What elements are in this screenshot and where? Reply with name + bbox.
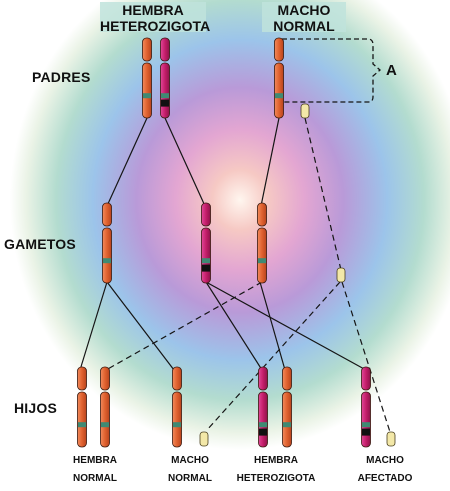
- row-label-padres: PADRES: [32, 69, 91, 85]
- bracket-a: [282, 38, 381, 103]
- offspring-label-line2: HETEROZIGOTA: [236, 473, 316, 484]
- bracket-label-a: A: [386, 62, 398, 79]
- male-parent-label-line2: NORMAL: [273, 18, 335, 34]
- child-female-het-x-normal: [282, 366, 292, 448]
- offspring-label-line1: MACHO: [171, 455, 209, 466]
- male-parent-header-bg: [262, 2, 346, 32]
- dashed-line-y-to-child-1: [206, 281, 341, 431]
- gamete-x-normal: [102, 202, 112, 284]
- parent-female-x-mutant: [160, 37, 170, 119]
- gamete-y: [336, 267, 346, 283]
- offspring-label-female-heterozygote: HEMBRA HETEROZIGOTA: [226, 452, 326, 488]
- male-parent-label-line1: MACHO: [277, 2, 331, 18]
- child-male-normal-x: [172, 366, 182, 448]
- row-label-hijos: HIJOS: [14, 400, 58, 416]
- row-label-gametos: GAMETOS: [4, 236, 76, 252]
- gamete-x-mutant: [201, 202, 211, 284]
- line-gamete-to-child-3: [205, 281, 263, 371]
- line-gamete-to-child-2: [106, 281, 175, 371]
- parent-female-x-normal: [142, 37, 152, 119]
- offspring-label-line2: NORMAL: [168, 473, 212, 484]
- line-parent-to-gamete-3: [260, 117, 280, 207]
- line-parent-to-gamete-2: [164, 117, 206, 207]
- dashed-line-x-to-child: [105, 281, 263, 371]
- dashed-connection-lines: [105, 117, 391, 433]
- offspring-label-male-affected: MACHO AFECTADO: [340, 452, 430, 488]
- child-male-normal-y: [199, 431, 209, 447]
- child-female-normal-x2: [100, 366, 110, 448]
- female-parent-label-line1: HEMBRA: [122, 2, 184, 18]
- offspring-label-line2: AFECTADO: [357, 473, 413, 484]
- line-parent-to-gamete-1: [106, 117, 148, 207]
- line-gamete-to-child-5: [259, 281, 286, 371]
- parent-male-y: [300, 103, 310, 119]
- gamete-male-x: [257, 202, 267, 284]
- line-gamete-to-child-1: [79, 281, 108, 371]
- female-parent-label-line2: HETEROZIGOTA: [100, 18, 211, 34]
- line-gamete-to-child-4: [205, 281, 367, 371]
- offspring-label-line1: HEMBRA: [254, 455, 298, 466]
- parent-male-x: [274, 37, 284, 119]
- dashed-line-y-to-gamete: [304, 117, 342, 271]
- dashed-line-y-to-child-2: [341, 281, 391, 433]
- offspring-label-line2: NORMAL: [73, 473, 117, 484]
- child-male-affected-x: [361, 366, 371, 448]
- offspring-label-male-normal: MACHO NORMAL: [150, 452, 230, 488]
- child-female-normal-x1: [77, 366, 87, 448]
- child-female-het-x-mutant: [258, 366, 268, 448]
- female-parent-label: HEMBRA HETEROZIGOTA: [100, 2, 211, 34]
- offspring-label-line1: HEMBRA: [73, 455, 117, 466]
- chromosomes: [77, 37, 396, 448]
- offspring-label-line1: MACHO: [366, 455, 404, 466]
- solid-connection-lines: [79, 117, 367, 371]
- female-parent-header-bg: [100, 2, 206, 32]
- child-male-affected-y: [386, 431, 396, 447]
- offspring-label-female-normal: HEMBRA NORMAL: [55, 452, 135, 488]
- male-parent-label: MACHO NORMAL: [262, 2, 346, 34]
